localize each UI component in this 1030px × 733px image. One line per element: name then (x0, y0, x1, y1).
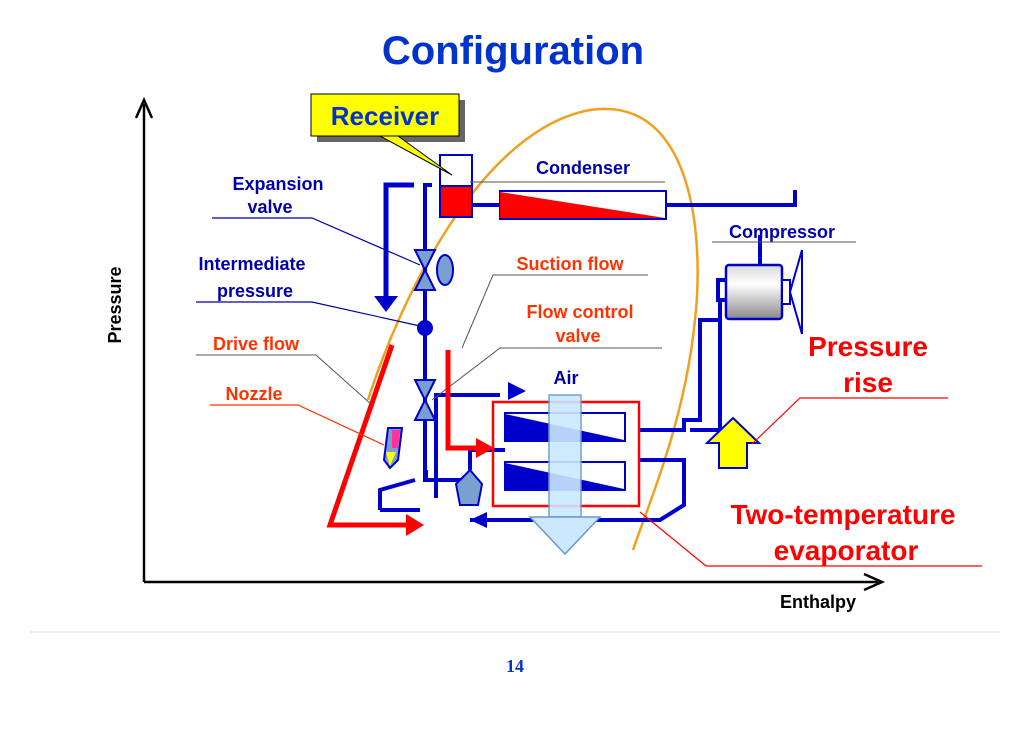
suction-flow-label: Suction flow (517, 254, 625, 274)
receiver-callout-pointer (379, 135, 453, 176)
receiver-vessel (439, 154, 473, 218)
nozzle-leader (210, 404, 385, 446)
evaporator-upflow-arrow (508, 382, 526, 400)
condenser (472, 190, 667, 220)
pressure-rise-label-line2: rise (843, 367, 893, 398)
suction-flow-leader (461, 274, 648, 349)
intermediate-leader (196, 301, 421, 327)
flow-control-leader (431, 347, 662, 401)
ejector-return-loop (434, 393, 500, 498)
flow-control-valve (413, 379, 437, 421)
compressor-label: Compressor (729, 222, 835, 242)
left-return-pipe (378, 478, 416, 510)
receiver-downflow-arrow (374, 182, 414, 312)
drive-flow-label: Drive flow (213, 334, 300, 354)
page-number: 14 (506, 656, 524, 676)
bottom-return-arrow (470, 512, 487, 528)
flow-control-label-line1: Flow control (527, 302, 634, 322)
y-axis-arrowhead (134, 96, 154, 119)
air-label: Air (553, 368, 578, 388)
axes (134, 96, 886, 592)
condenser-to-compressor-pipe (666, 190, 797, 207)
x-axis-label: Enthalpy (780, 592, 856, 612)
nozzle (382, 427, 404, 470)
saturation-dome (366, 107, 699, 551)
expansion-valve-label-line2: valve (247, 197, 292, 217)
intermediate-pressure-node (417, 320, 433, 336)
compressor (724, 249, 803, 335)
condenser-label: Condenser (536, 158, 630, 178)
air-flow-arrow (528, 394, 602, 556)
suction-line-to-evaporator (640, 318, 720, 432)
drive-flow-leader (196, 354, 373, 406)
receiver-label: Receiver (331, 101, 439, 131)
flow-control-label-line2: valve (555, 326, 600, 346)
pressure-rise-leader (751, 397, 948, 445)
nozzle-label: Nozzle (225, 384, 282, 404)
intermediate-label-line2: pressure (217, 281, 293, 301)
suction-flow-arrow (445, 350, 494, 458)
two-temp-label-line2: evaporator (774, 535, 919, 566)
pressure-rise-label-line1: Pressure (808, 331, 928, 362)
expansion-valve-leader (212, 217, 421, 266)
two-temp-leader (639, 511, 982, 567)
intermediate-label-line1: Intermediate (198, 254, 305, 274)
two-temp-label-line1: Two-temperature (730, 499, 955, 530)
expansion-valve (413, 249, 454, 291)
evap-between-pipe (468, 448, 505, 470)
page-title: Configuration (382, 29, 644, 73)
pressure-rise-arrow (704, 416, 762, 469)
receiver-label-box (310, 93, 465, 142)
x-axis-arrowhead (863, 572, 886, 592)
y-axis-label: Pressure (105, 266, 125, 343)
ejector-diffuser (454, 468, 484, 506)
expansion-valve-label-line1: Expansion (232, 174, 323, 194)
